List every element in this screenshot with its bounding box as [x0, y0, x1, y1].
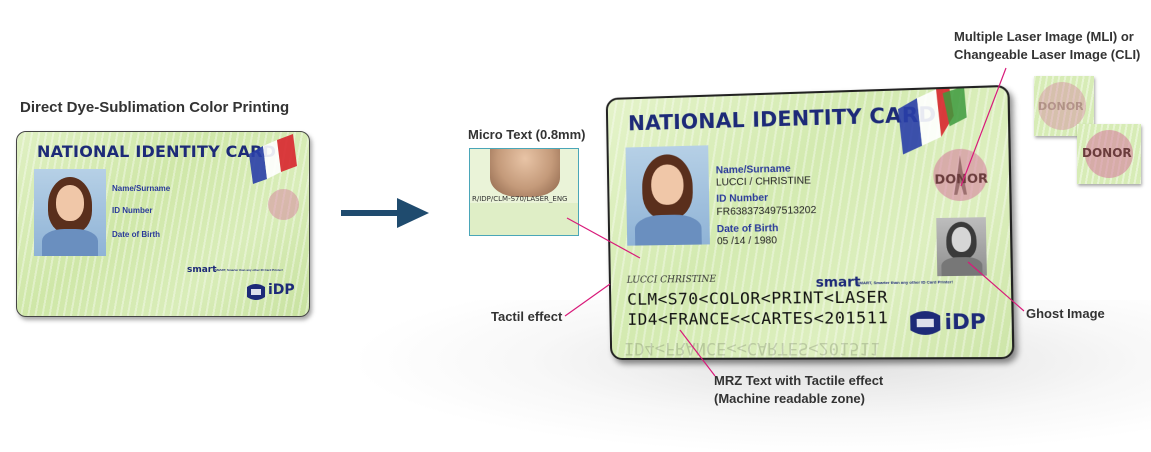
big-dob-label: Date of Birth	[716, 222, 779, 236]
mrz-label-line2: (Machine readable zone)	[714, 391, 865, 406]
big-card-photo	[625, 145, 710, 246]
big-id-value: FR638373497513202	[716, 204, 817, 218]
small-idp-logo: iDP	[268, 282, 295, 298]
mli-label-line2: Changeable Laser Image (CLI)	[954, 47, 1141, 62]
big-smart-tagline: SMART, Smarter than any other ID Card Pr…	[856, 279, 953, 286]
small-card-photo	[34, 169, 106, 256]
micro-text-zoom: R/IDP/CLM-S70/LASER_ENG	[469, 148, 579, 236]
mli-card-1: DONOR	[1034, 76, 1094, 136]
big-name-label: Name/Surname	[715, 163, 791, 177]
big-idp-logo: iDP	[944, 309, 986, 335]
small-smart-tagline: SMART, Smarter than any other ID Card Pr…	[215, 268, 283, 272]
ghost-image	[936, 217, 987, 277]
small-field-dob: Date of Birth	[112, 230, 160, 239]
big-id-label: ID Number	[716, 192, 769, 205]
big-id-card: NATIONAL IDENTITY CARD Name/Surname LUCC…	[605, 84, 1015, 361]
mli-label-line1: Multiple Laser Image (MLI) or	[954, 29, 1134, 44]
left-heading: Direct Dye-Sublimation Color Printing	[20, 99, 290, 116]
mrz-line-2: ID4<FRANCE<<CARTES<201511	[627, 307, 889, 329]
mrz-line-1: CLM<S70<COLOR<PRINT<LASER	[626, 287, 889, 309]
small-donor-circle	[268, 189, 299, 220]
right-arrow-icon	[341, 198, 429, 228]
big-donor-text: DONOR	[934, 171, 989, 187]
signature: LUCCI CHRISTINE	[626, 274, 717, 286]
micro-box-text: R/IDP/CLM-S70/LASER_ENG	[472, 195, 568, 203]
big-name-value: LUCCI / CHRISTINE	[715, 175, 812, 189]
small-field-name: Name/Surname	[112, 184, 171, 193]
mli-card-2: DONOR	[1077, 124, 1141, 184]
small-card-title: NATIONAL IDENTITY CARD	[37, 142, 277, 161]
small-id-card: NATIONAL IDENTITY CARD Name/Surname ID N…	[16, 131, 310, 317]
idp-logo-icon	[247, 284, 265, 300]
tactil-label: Tactil effect	[491, 309, 563, 324]
idp-logo-icon	[910, 310, 941, 336]
micro-text-label: Micro Text (0.8mm)	[468, 127, 586, 142]
card-reflection: ID4<FRANCE<<CARTES<201511	[624, 338, 880, 358]
small-smart-logo: smart	[187, 265, 217, 275]
ghost-label: Ghost Image	[1026, 306, 1105, 321]
mrz-label-line1: MRZ Text with Tactile effect	[714, 373, 884, 388]
french-flag-icon	[249, 134, 297, 184]
mli-card-1-text: DONOR	[1038, 100, 1084, 113]
small-field-id: ID Number	[112, 206, 153, 215]
mli-card-2-text: DONOR	[1082, 146, 1132, 160]
big-dob-value: 05 /14 / 1980	[716, 235, 778, 248]
